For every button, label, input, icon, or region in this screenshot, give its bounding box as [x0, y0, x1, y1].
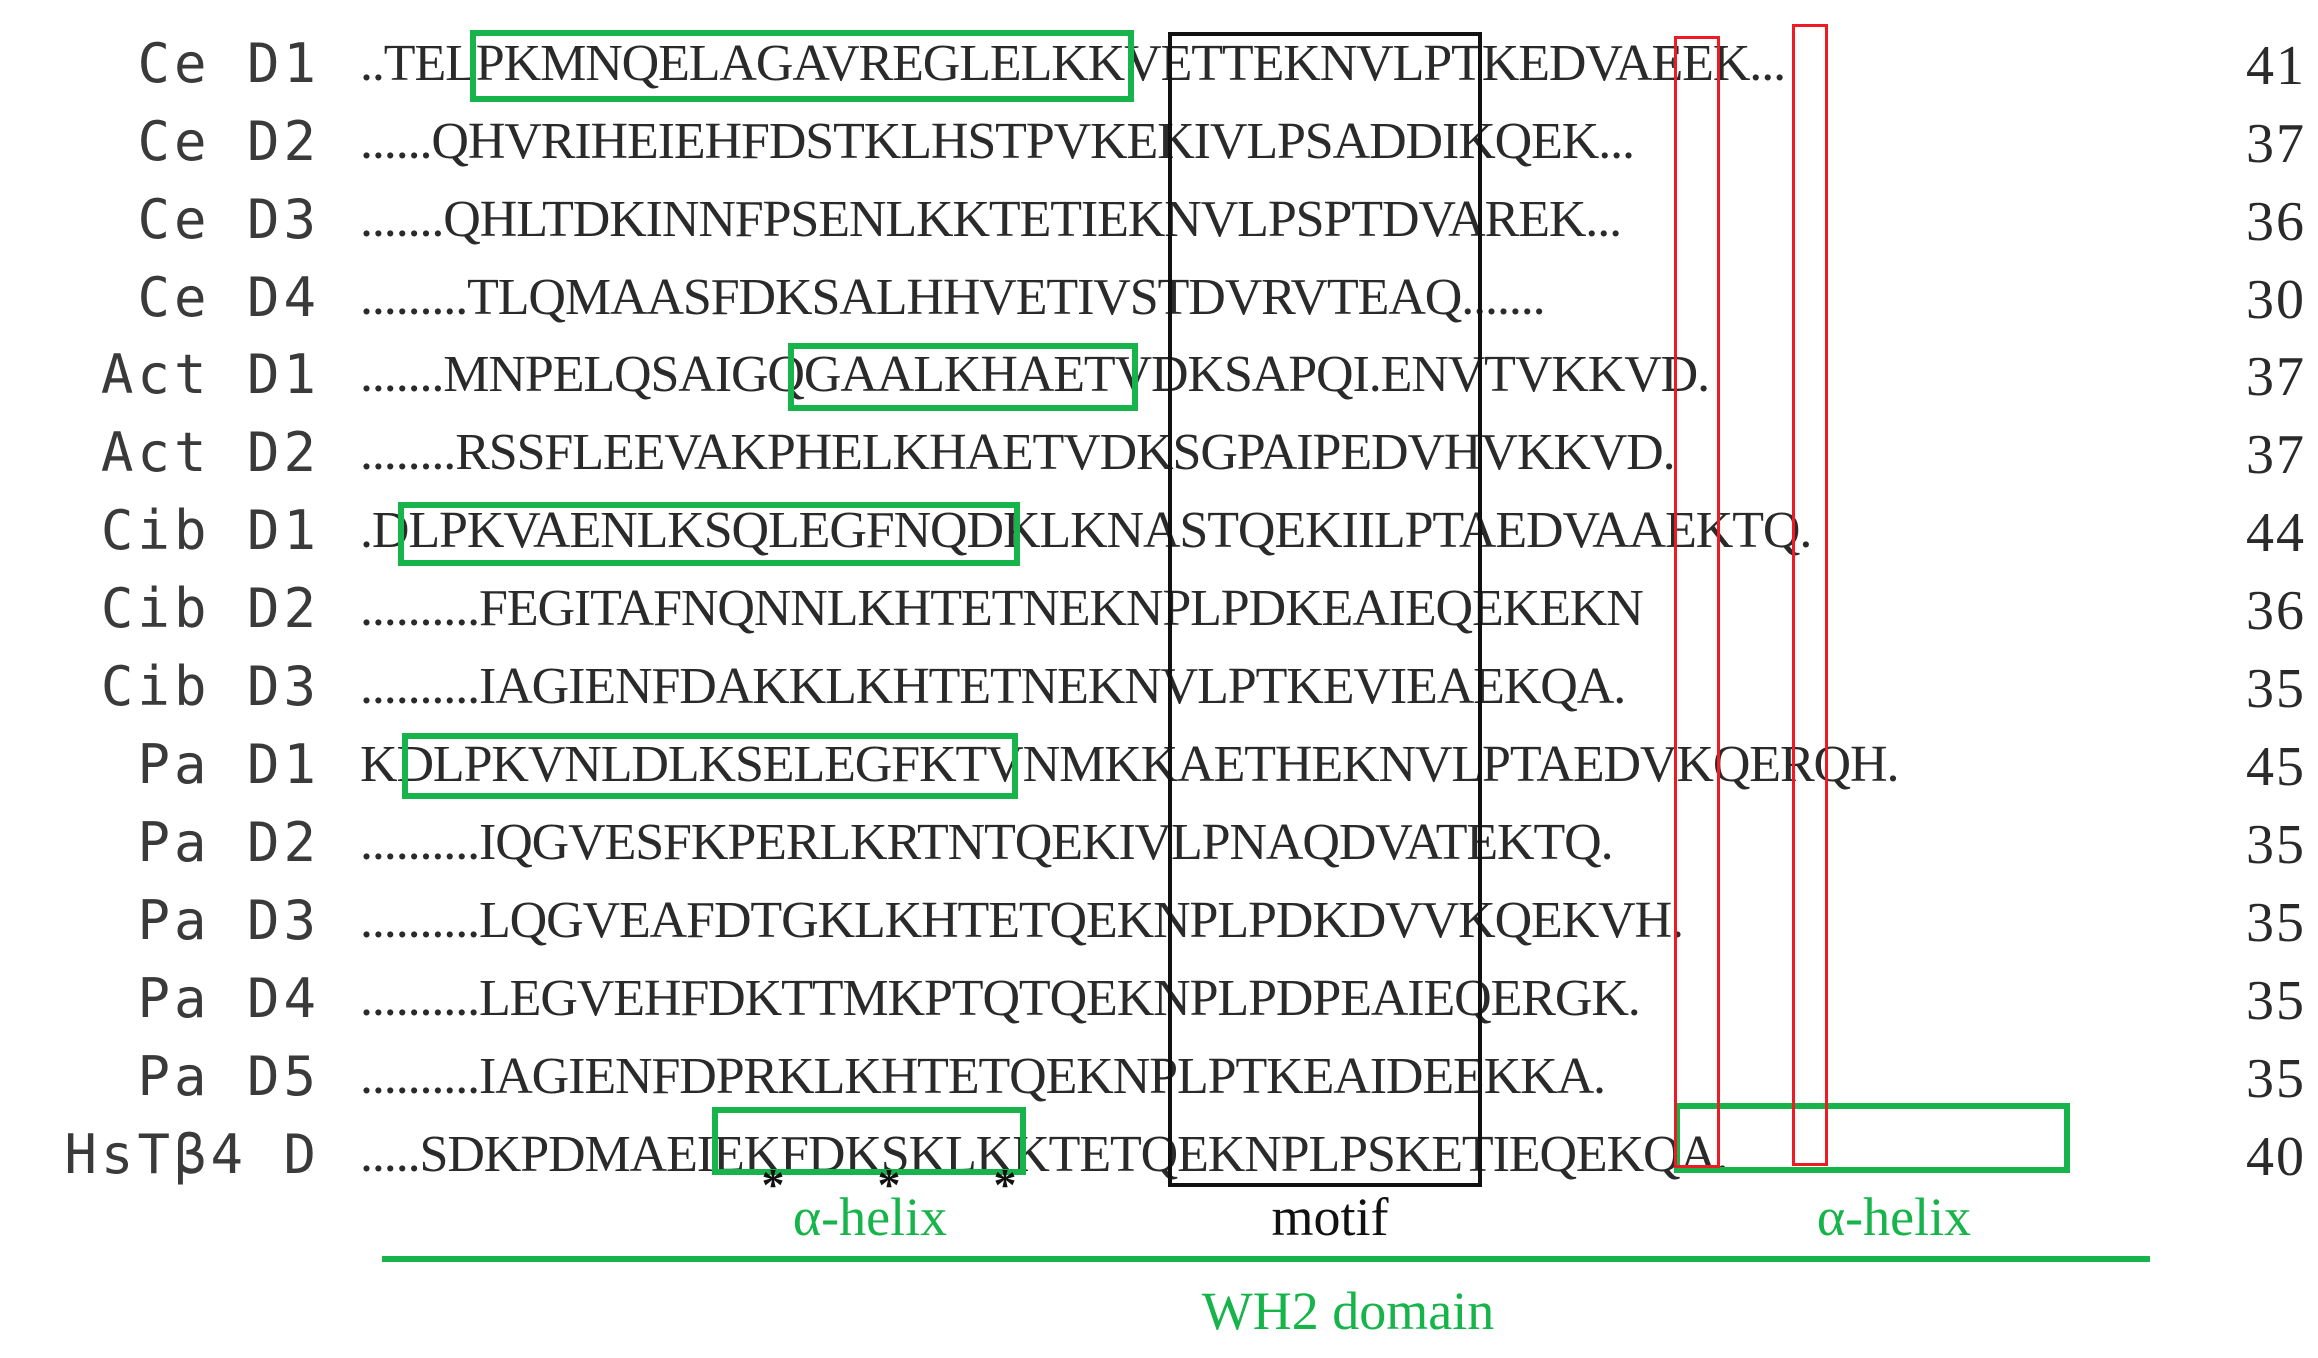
sequence-hstb4-d: .....SDKPDMAEIEKFDKSKLKKTETQEKNPLPSKETIE… — [360, 1126, 1729, 1183]
residue-count-ce-d2: 37 — [2246, 113, 2306, 175]
residue-count-act-d1: 37 — [2246, 346, 2306, 408]
helix-box-ce-d1 — [470, 30, 1134, 102]
residue-count-pa-d3: 35 — [2246, 892, 2306, 954]
helix-box-hstb4-left — [712, 1107, 1026, 1175]
residue-count-act-d2: 37 — [2246, 424, 2306, 486]
residue-count-cib-d3: 35 — [2246, 658, 2306, 720]
row-name-ce-d3: Ce D3 — [137, 188, 320, 251]
sequence-pa-d5: ..........IAGIENFDPRKLKHTETQEKNPLPTKEAID… — [360, 1048, 1606, 1105]
sequence-cib-d1: .DLPKVAENLKSQLEGFNQDKLKNASTQEKIILPTAEDVA… — [360, 502, 1812, 559]
row-name-cib-d1: Cib D1 — [100, 499, 320, 562]
residue-count-cib-d1: 44 — [2246, 502, 2306, 564]
sequence-act-d2: ........RSSFLEEVAKPHELKHAETVDKSGPAIPEDVH… — [360, 424, 1676, 481]
label-helix-left: α-helix — [792, 1187, 948, 1247]
sequence-ce-d4: .........TLQMAASFDKSALHHVETIVSTDVRVTEAQ.… — [360, 269, 1546, 326]
row-name-cib-d2: Cib D2 — [100, 577, 320, 640]
row-name-ce-d2: Ce D2 — [137, 110, 320, 173]
residue-count-pa-d4: 35 — [2246, 970, 2306, 1032]
row-name-pa-d3: Pa D3 — [137, 889, 320, 952]
asterisk-marker-2: * — [877, 1159, 901, 1210]
asterisk-marker-1: * — [761, 1159, 785, 1210]
residue-count-cib-d2: 36 — [2246, 580, 2306, 642]
row-name-cib-d3: Cib D3 — [100, 655, 320, 718]
row-name-pa-d4: Pa D4 — [137, 967, 320, 1030]
sequence-ce-d1: ..TELPKMNQELAGAVREGLELKKVETTEKNVLPTKEDVA… — [360, 35, 1786, 92]
sequence-pa-d3: ..........LQGVEAFDTGKLKHTETQEKNPLPDKDVVK… — [360, 892, 1684, 949]
sequence-act-d1: .......MNPELQSAIGQGAALKHAETVDKSAPQI.ENVT… — [360, 346, 1710, 403]
asterisk-marker-3: * — [993, 1159, 1017, 1210]
sequence-pa-d1: KDLPKVNLDLKSELEGFKTVNMKKAETHEKNVLPTAEDVK… — [360, 736, 1899, 793]
row-name-pa-d1: Pa D1 — [137, 733, 320, 796]
helix-box-pa-d1 — [402, 733, 1018, 799]
conserved-column-box-2 — [1792, 24, 1828, 1166]
residue-count-pa-d2: 35 — [2246, 814, 2306, 876]
row-name-act-d1: Act D1 — [100, 343, 320, 406]
row-name-hstb4-d: HsTβ4 D — [64, 1123, 320, 1186]
sequence-ce-d3: .......QHLTDKINNFPSENLKKTETIEKNVLPSPTDVA… — [360, 191, 1622, 248]
residue-count-ce-d1: 41 — [2246, 35, 2306, 97]
motif-box — [1168, 32, 1482, 1187]
row-name-pa-d2: Pa D2 — [137, 811, 320, 874]
helix-box-act-d1 — [788, 343, 1138, 411]
sequence-ce-d2: ......QHVRIHEIEHFDSTKLHSTPVKEKIVLPSADDIK… — [360, 113, 1635, 170]
helix-box-cib-d1 — [398, 502, 1020, 566]
sequence-pa-d2: ..........IQGVESFKPERLKRTNTQEKIVLPNAQDVA… — [360, 814, 1614, 871]
sequence-cib-d2: ..........FEGITAFNQNNLKHTETNEKNPLPDKEAIE… — [360, 580, 1644, 637]
label-wh2-domain: WH2 domain — [1201, 1281, 1495, 1341]
row-name-pa-d5: Pa D5 — [137, 1045, 320, 1108]
wh2-domain-line — [382, 1256, 2150, 1262]
residue-count-hstb4-d: 40 — [2246, 1126, 2306, 1188]
residue-count-pa-d5: 35 — [2246, 1048, 2306, 1110]
label-motif: motif — [1271, 1187, 1389, 1247]
residue-count-pa-d1: 45 — [2246, 736, 2306, 798]
row-name-ce-d1: Ce D1 — [137, 32, 320, 95]
label-helix-right: α-helix — [1816, 1187, 1972, 1247]
residue-count-ce-d4: 30 — [2246, 269, 2306, 331]
row-name-act-d2: Act D2 — [100, 421, 320, 484]
conserved-column-box-1 — [1674, 36, 1720, 1168]
row-name-ce-d4: Ce D4 — [137, 266, 320, 329]
helix-box-hstb4-right — [1674, 1103, 2070, 1173]
sequence-pa-d4: ..........LEGVEHFDKTTMKPTQTQEKNPLPDPEAIE… — [360, 970, 1641, 1027]
sequence-cib-d3: ..........IAGIENFDAKKLKHTETNEKNVLPTKEVIE… — [360, 658, 1626, 715]
residue-count-ce-d3: 36 — [2246, 191, 2306, 253]
